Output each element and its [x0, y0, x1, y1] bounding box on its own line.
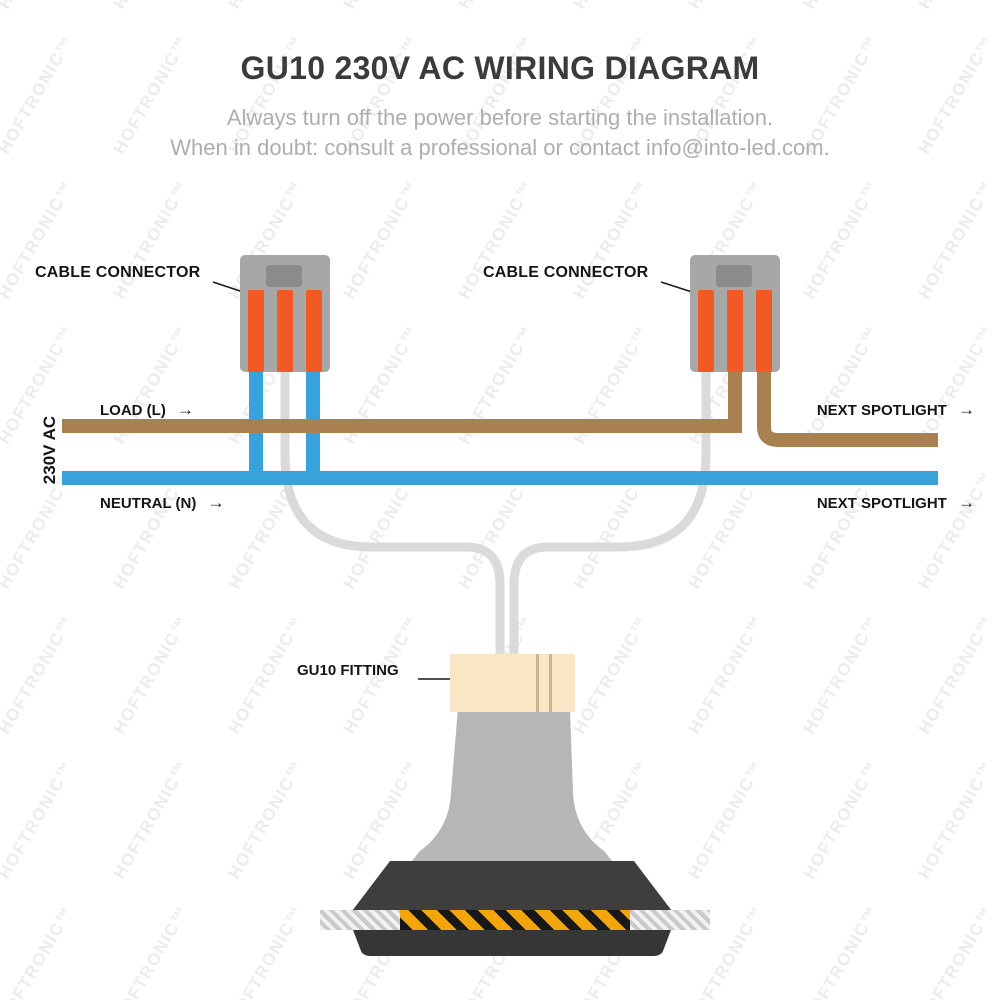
- label-next-spotlight-text: NEXT SPOTLIGHT: [816, 402, 947, 419]
- fitting-seam: [549, 654, 552, 712]
- label-230v-ac: 230V AC: [40, 415, 59, 485]
- label-neutral-text: NEUTRAL (N): [100, 495, 197, 512]
- label-next-spotlight-top: NEXT SPOTLIGHT →: [817, 400, 975, 420]
- cable-connector-left: [240, 255, 330, 372]
- fitting-seam: [536, 654, 539, 712]
- arrow-right-icon: →: [958, 493, 975, 512]
- arrow-right-icon: →: [177, 400, 194, 419]
- label-gu10-fitting: GU10 FITTING: [297, 662, 399, 679]
- arrow-right-icon: →: [958, 400, 975, 419]
- label-cable-connector-left: CABLE CONNECTOR: [35, 264, 201, 281]
- pointer-line-connector-left: [212, 281, 244, 293]
- label-next-spotlight-bottom: NEXT SPOTLIGHT →: [817, 493, 975, 513]
- lamp-neck: [412, 708, 612, 861]
- ceiling-left: [320, 910, 400, 930]
- label-cable-connector-right: CABLE CONNECTOR: [483, 264, 649, 281]
- connector-lever-icon: [277, 290, 293, 372]
- label-next-spotlight-text: NEXT SPOTLIGHT: [816, 495, 947, 512]
- connector-lever-icon: [727, 290, 743, 372]
- arrow-right-icon: →: [207, 493, 225, 512]
- subtitle-line-1: Always turn off the power before startin…: [226, 105, 774, 130]
- cable-connector-right: [690, 255, 780, 372]
- subtitle-line-2: When in doubt: consult a professional or…: [170, 135, 830, 160]
- label-neutral: NEUTRAL (N) →: [100, 493, 225, 513]
- fixture-wire-left: [280, 367, 505, 673]
- load-wire-out: [757, 368, 938, 447]
- label-load: LOAD (L) →: [100, 400, 194, 420]
- label-load-text: LOAD (L): [100, 402, 166, 419]
- hazard-strip: [400, 910, 630, 930]
- spotlight-bezel: [353, 930, 671, 956]
- connector-lever-icon: [698, 290, 714, 372]
- connector-lever-icon: [306, 290, 322, 372]
- page-title: GU10 230V AC WIRING DIAGRAM: [240, 50, 760, 86]
- connector-hole: [266, 265, 302, 287]
- ceiling-right: [630, 910, 710, 930]
- connector-lever-icon: [756, 290, 772, 372]
- connector-lever-icon: [248, 290, 264, 372]
- spotlight-housing: [352, 861, 672, 911]
- pointer-line-connector-right: [660, 281, 693, 293]
- fixture-wire-right: [509, 367, 711, 673]
- connector-hole: [716, 265, 752, 287]
- gu10-fitting: [450, 654, 575, 712]
